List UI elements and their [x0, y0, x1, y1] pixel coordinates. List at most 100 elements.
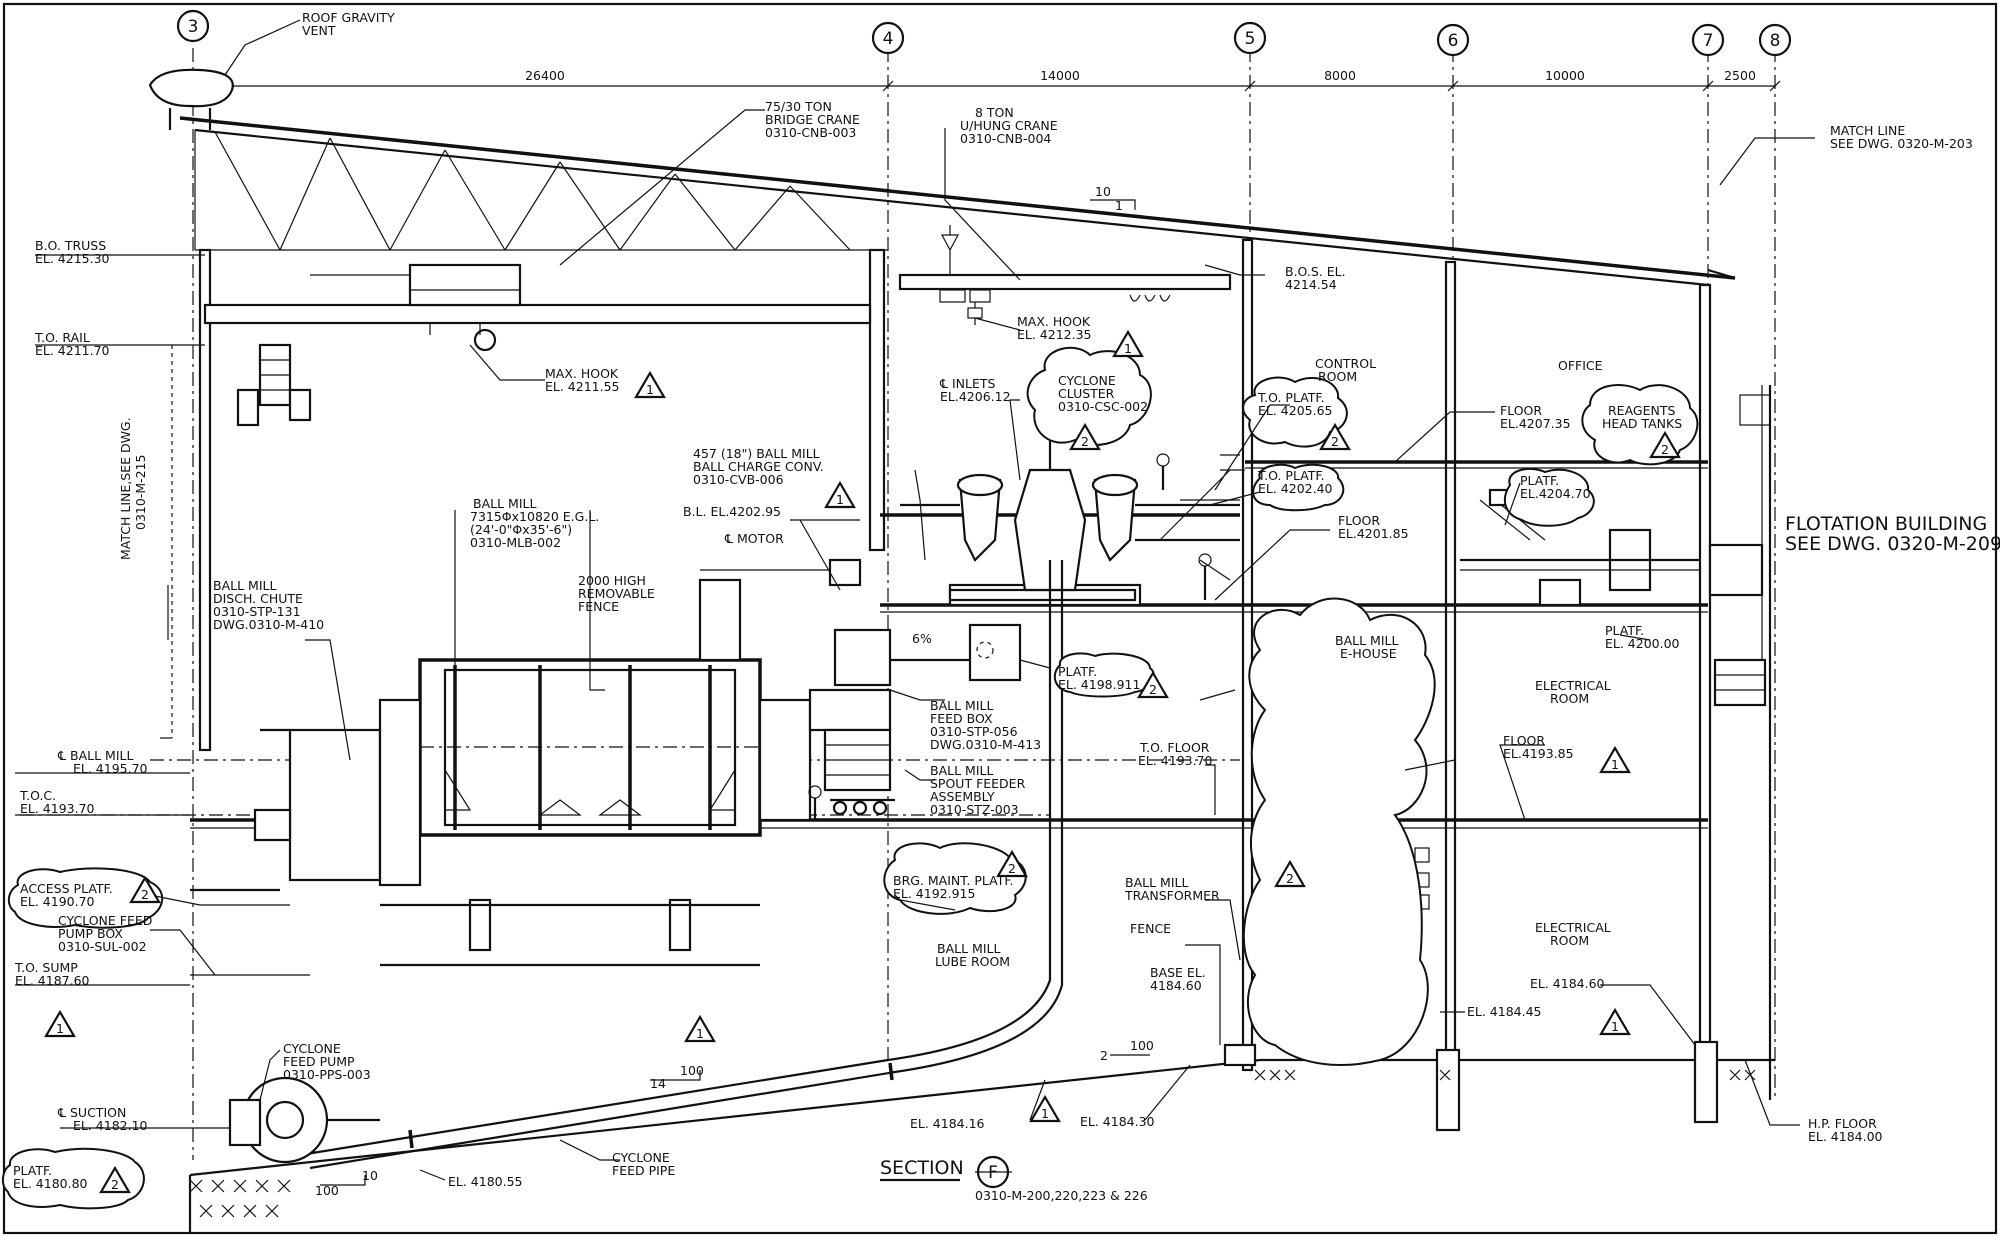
pump-box-label-2: PUMP BOX	[58, 926, 123, 941]
revision-1-g: 1	[56, 1021, 64, 1036]
revision-1-a: 1	[646, 382, 654, 397]
bridge-crane-label-1: 75/30 TON	[765, 99, 832, 114]
section-letter: F	[988, 1163, 998, 1183]
lube-room-label-2: LUBE ROOM	[935, 954, 1010, 969]
building-columns	[198, 238, 1772, 1100]
max-hook-2-label-2: EL. 4212.35	[1017, 327, 1092, 342]
spout-feeder-label-3: ASSEMBLY	[930, 789, 995, 804]
labels: ROOF GRAVITY VENT 75/30 TON BRIDGE CRANE…	[13, 10, 2000, 1198]
el-4184-45-label: EL. 4184.45	[1467, 1004, 1542, 1019]
suction-label-1: ℄ SUCTION	[57, 1105, 126, 1120]
el-4184-30-label: EL. 4184.30	[1080, 1114, 1155, 1129]
platf-4180-label-1: PLATF.	[13, 1163, 52, 1178]
cyclone-cluster-label-3: 0310-CSC-002	[1058, 399, 1148, 414]
reagents-label-2: HEAD TANKS	[1602, 416, 1682, 431]
stairs	[1135, 454, 1245, 542]
revision-2-d: 2	[1149, 682, 1157, 697]
disch-chute-label-1: BALL MILL	[213, 578, 276, 593]
revision-triangle-icon	[1599, 1007, 1631, 1036]
to-sump-label-1: T.O. SUMP	[14, 960, 78, 975]
dimension-line: 26400 14000 8000 10000 2500	[187, 68, 1781, 92]
revision-1-d: 1	[1611, 757, 1619, 772]
hook-block-icon	[967, 307, 983, 319]
to-rail-label-2: EL. 4211.70	[35, 343, 110, 358]
feed-box	[808, 623, 1022, 816]
revision-2-f: 2	[1008, 861, 1016, 876]
match-line-left-1: MATCH LINE,SEE DWG.	[118, 417, 133, 560]
hp-floor-label-2: EL. 4184.00	[1808, 1129, 1883, 1144]
to-floor-label-2: EL. 4193.70	[1138, 753, 1213, 768]
toc-label-2: EL. 4193.70	[20, 801, 95, 816]
revision-1-e: 1	[1611, 1019, 1619, 1034]
person-figures	[808, 453, 1212, 820]
platf-4200-label-1: PLATF.	[1605, 623, 1644, 638]
brg-maint-label-2: EL. 4192.915	[893, 886, 975, 901]
revision-2-b: 2	[1331, 434, 1339, 449]
grid-bubbles: 3 4 5 6 7 8	[176, 9, 1792, 57]
revision-1-b: 1	[1124, 341, 1132, 356]
platf-4204-label-2: EL.4204.70	[1520, 486, 1591, 501]
to-platf-2-label-2: EL. 4202.40	[1258, 481, 1333, 496]
revision-clouds	[2, 346, 1699, 1210]
flotation-label-1: FLOTATION BUILDING	[1785, 513, 1987, 535]
section-title: SECTION F 0310-M-200,220,223 & 226	[880, 1155, 1148, 1203]
bridge-crane	[203, 263, 872, 427]
slope-2: 2	[1100, 1048, 1108, 1063]
feed-box-label-4: DWG.0310-M-413	[930, 737, 1041, 752]
platf-4198-label-1: PLATF.	[1058, 664, 1097, 679]
feed-pipe-label-1: CYCLONE	[612, 1150, 670, 1165]
cyclone-feed-pipe	[228, 560, 1064, 1170]
inlets-label-1: ℄ INLETS	[939, 376, 996, 391]
motor-label: ℄ MOTOR	[724, 531, 784, 546]
ball-mill-label-3: (24'-0"Φx35'-6")	[470, 522, 572, 537]
grid-bubble-8	[1758, 23, 1792, 57]
revision-triangle-icon	[129, 875, 161, 904]
bo-truss-label-1: B.O. TRUSS	[35, 238, 106, 253]
roof-vent-label-1: ROOF GRAVITY	[302, 10, 395, 25]
revision-triangle-icon	[1137, 670, 1169, 699]
base-el-label-1: BASE EL.	[1150, 965, 1206, 980]
revision-2-h: 2	[111, 1177, 119, 1192]
hp-floor-label-1: H.P. FLOOR	[1808, 1116, 1877, 1131]
slope-100-c: 100	[315, 1183, 339, 1198]
revision-triangle-icon	[1069, 422, 1101, 451]
platf-4180-cloud	[2, 1147, 145, 1210]
ball-mill-cl-label-2: EL. 4195.70	[73, 761, 148, 776]
slope-14: 14	[650, 1076, 666, 1091]
uhung-crane	[898, 225, 1232, 325]
revision-triangle-icon	[1274, 859, 1306, 888]
bridge-crane-label-2: BRIDGE CRANE	[765, 112, 860, 127]
disch-chute-label-3: 0310-STP-131	[213, 604, 301, 619]
electrical-room-2-label-2: ROOM	[1550, 933, 1589, 948]
grid-label-8: 8	[1770, 31, 1781, 51]
revision-triangle-icon	[1649, 430, 1681, 459]
lube-room-label-1: BALL MILL	[937, 941, 1000, 956]
cyclone-feed-pump-label-3: 0310-PPS-003	[283, 1067, 371, 1082]
uhung-crane-label-1: 8 TON	[975, 105, 1014, 120]
reagents-label-1: REAGENTS	[1608, 403, 1675, 418]
charge-conv-label-3: 0310-CVB-006	[693, 472, 784, 487]
fence-label: FENCE	[1130, 921, 1171, 936]
to-sump-label-2: EL. 4187.60	[15, 973, 90, 988]
floor-4193-label-2: EL.4193.85	[1503, 746, 1574, 761]
match-line-left-2: 0310-M-215	[133, 455, 148, 530]
ball-mill-label-2: 7315Φx10820 E.G.L.	[470, 509, 599, 524]
match-line-right-1: MATCH LINE	[1830, 123, 1905, 138]
floor-4207-label-1: FLOOR	[1500, 403, 1542, 418]
office-label: OFFICE	[1558, 358, 1603, 373]
revision-triangle-icon	[99, 1165, 131, 1194]
cyclone-feed-pump-label-1: CYCLONE	[283, 1041, 341, 1056]
max-hook-1-label-2: EL. 4211.55	[545, 379, 620, 394]
floor-4193-label-1: FLOOR	[1503, 733, 1545, 748]
platf-4204-cloud	[1503, 467, 1595, 527]
grid-bubble-7	[1691, 23, 1725, 57]
grid-label-5: 5	[1245, 29, 1256, 49]
reagents-area	[1460, 394, 1771, 707]
el-4184-60-label: EL. 4184.60	[1530, 976, 1605, 991]
dimension-10000: 10000	[1545, 68, 1585, 83]
cyclone-cloud	[1026, 346, 1152, 446]
revision-triangle-icon	[684, 1014, 716, 1043]
uhung-crane-label-3: 0310-CNB-004	[960, 131, 1051, 146]
grid-label-3: 3	[188, 17, 199, 37]
